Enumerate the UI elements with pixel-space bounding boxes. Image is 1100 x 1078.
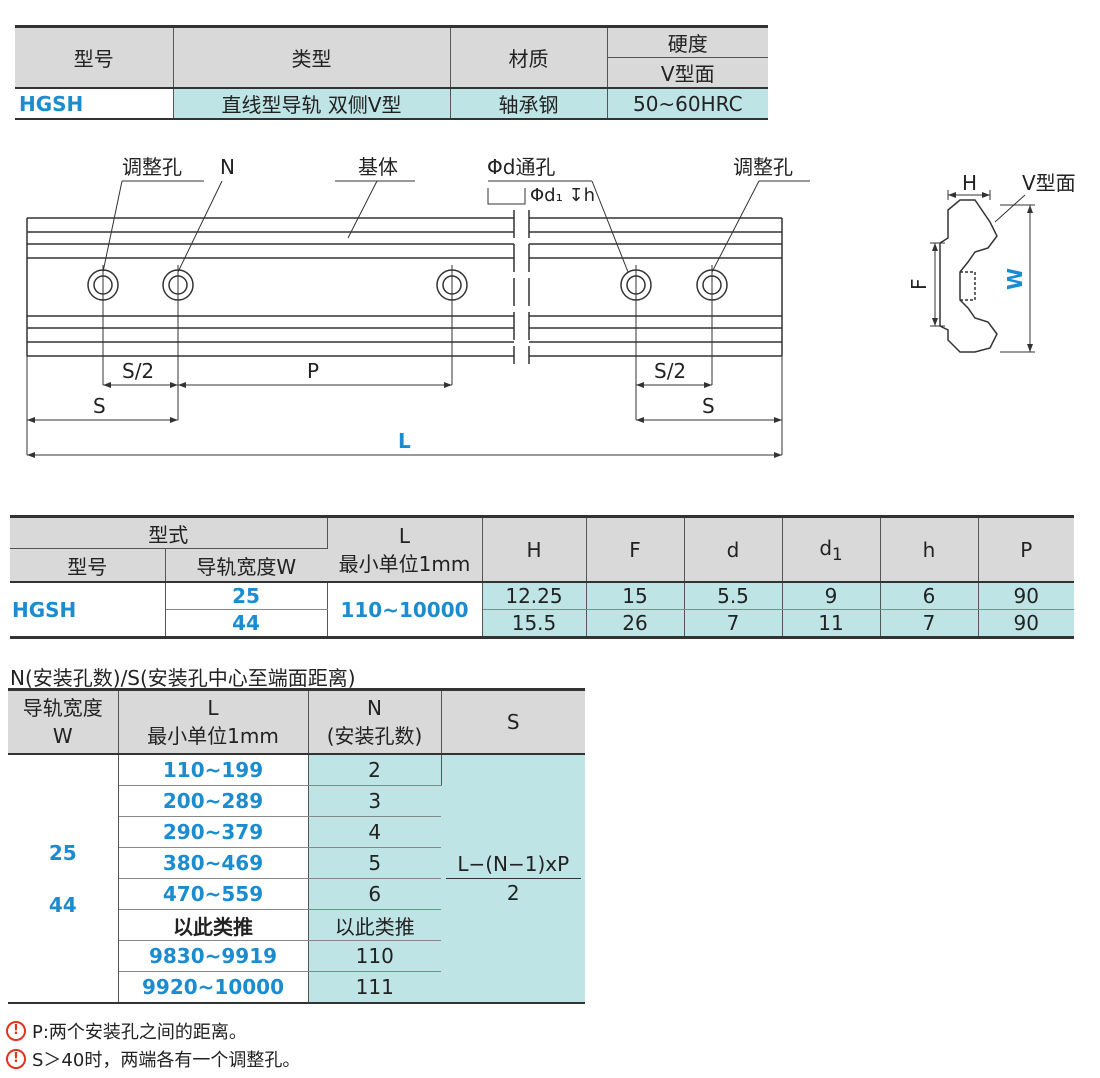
note-text: P:两个安装孔之间的距离。 [32, 1022, 247, 1043]
header-form: 型式 [10, 516, 328, 549]
cell-h: 15.5 [482, 609, 587, 638]
label-l: L [398, 429, 411, 453]
cell-l: 以此类推 [118, 909, 309, 941]
header-l: L 最小单位1mm [327, 516, 483, 582]
warning-icon: ! [6, 1021, 26, 1041]
cell-d1: 11 [782, 609, 881, 638]
cell-hh: 6 [880, 582, 979, 610]
label-v-face: V型面 [1022, 171, 1076, 195]
cell-l: 110~199 [118, 754, 309, 786]
header-rail-width-line2: W [52, 724, 73, 748]
header-l: L 最小单位1mm [118, 689, 309, 754]
cell-h: 12.25 [482, 582, 587, 610]
cell-width: 44 [165, 609, 328, 638]
label-through-hole: Φd通孔 [487, 155, 555, 179]
header-l-line2: 最小单位1mm [147, 724, 279, 748]
note-text: S＞40时，两端各有一个调整孔。 [32, 1050, 301, 1071]
header-l-symbol: L [398, 523, 411, 548]
header-rail-width-line1: 导轨宽度 [22, 696, 103, 720]
cell-f: 15 [586, 582, 685, 610]
header-p: P [1020, 537, 1033, 562]
label-s-right: S [702, 394, 715, 418]
label-body: 基体 [358, 155, 398, 179]
cell-model: HGSH [10, 582, 166, 638]
cell-widths: 25 44 [8, 754, 119, 1003]
header-n-line2: (安装孔数) [326, 724, 423, 748]
cell-n: 110 [308, 940, 441, 972]
header-l-line1: L [207, 696, 219, 720]
cell-d1: 9 [782, 582, 881, 610]
formula-numerator: L−(N−1)xP [445, 852, 581, 879]
header-rail-width: 导轨宽度W [196, 554, 297, 579]
cell-n: 以此类推 [308, 909, 441, 941]
cell-s-formula: L−(N−1)xP 2 [441, 754, 585, 1003]
label-h: H [962, 171, 977, 195]
spec-table: 型号 类型 材质 硬度 V型面 HGSH 直线型导轨 双侧V型 轴承钢 50~6… [15, 25, 768, 120]
header-model: 型号 [15, 26, 174, 89]
header-f: F [586, 516, 685, 582]
cell-d: 5.5 [684, 582, 783, 610]
header-s: S [506, 710, 520, 734]
cell-type: 直线型导轨 双侧V型 [173, 87, 451, 120]
header-model: 型号 [10, 548, 166, 582]
label-adjust-hole-left: 调整孔 [122, 155, 182, 179]
hole-count-table: 导轨宽度 W L 最小单位1mm N (安装孔数) S 25 44 110~19… [8, 688, 585, 1004]
cell-l-range: 110~10000 [327, 582, 483, 638]
label-f: F [907, 278, 931, 290]
label-counterbore: Φd₁ ↧h [530, 185, 595, 206]
label-s-left: S [93, 394, 106, 418]
cell-material: 轴承钢 [450, 87, 608, 120]
cell-l: 9920~10000 [118, 971, 309, 1003]
formula-denominator: 2 [506, 881, 520, 905]
cell-n: 111 [308, 971, 441, 1003]
header-hardness: 硬度 [607, 26, 768, 58]
cell-l: 470~559 [118, 878, 309, 910]
warning-icon: ! [6, 1049, 26, 1069]
header-material: 材质 [450, 26, 608, 88]
cell-p: 90 [978, 582, 1074, 610]
cell-n: 3 [308, 785, 441, 817]
cell-n: 4 [308, 816, 441, 848]
header-h: H [482, 516, 587, 582]
header-rail-width: 导轨宽度 W [8, 689, 119, 754]
header-n-line1: N [367, 696, 382, 720]
rail-drawing: 调整孔 N 基体 Φd通孔 Φd₁ ↧h 调整孔 S/2 P S S/2 S L… [26, 155, 1076, 458]
header-l-unit: 最小单位1mm [338, 551, 471, 576]
cell-width: 25 [165, 582, 328, 610]
header-hh: h [880, 516, 979, 582]
cell-model: HGSH [15, 87, 174, 120]
note-2: ! S＞40时，两端各有一个调整孔。 [6, 1046, 300, 1072]
header-v-face: V型面 [660, 62, 715, 86]
label-adjust-hole-right: 调整孔 [733, 155, 793, 179]
header-n: N (安装孔数) [308, 689, 442, 754]
label-w: W [1003, 268, 1027, 290]
label-s-half-right: S/2 [654, 359, 686, 383]
label-p: P [307, 359, 319, 383]
cell-l: 200~289 [118, 785, 309, 817]
cell-n: 6 [308, 878, 441, 910]
note-1: ! P:两个安装孔之间的距离。 [6, 1018, 247, 1044]
cell-n: 2 [308, 754, 442, 786]
table3-title: N(安装孔数)/S(安装孔中心至端面距离) [10, 666, 356, 690]
cell-hh: 7 [880, 609, 979, 638]
cell-d: 7 [684, 609, 783, 638]
dimension-table: 型式 L 最小单位1mm H F d d1 h P 型号 导轨宽度W HGSH … [10, 515, 1074, 639]
cell-l: 290~379 [118, 816, 309, 848]
cell-width-44: 44 [48, 892, 77, 917]
header-type: 类型 [173, 26, 451, 88]
cell-l: 380~469 [118, 847, 309, 879]
cell-hardness: 50~60HRC [607, 87, 768, 120]
cell-p: 90 [978, 609, 1074, 638]
cell-l: 9830~9919 [118, 940, 309, 972]
header-d1: d1 [782, 516, 881, 582]
cell-f: 26 [586, 609, 685, 638]
cell-n: 5 [308, 847, 441, 879]
label-n: N [220, 155, 235, 179]
header-d: d [684, 516, 783, 582]
cell-width-25: 25 [48, 840, 77, 865]
label-s-half-left: S/2 [122, 359, 154, 383]
